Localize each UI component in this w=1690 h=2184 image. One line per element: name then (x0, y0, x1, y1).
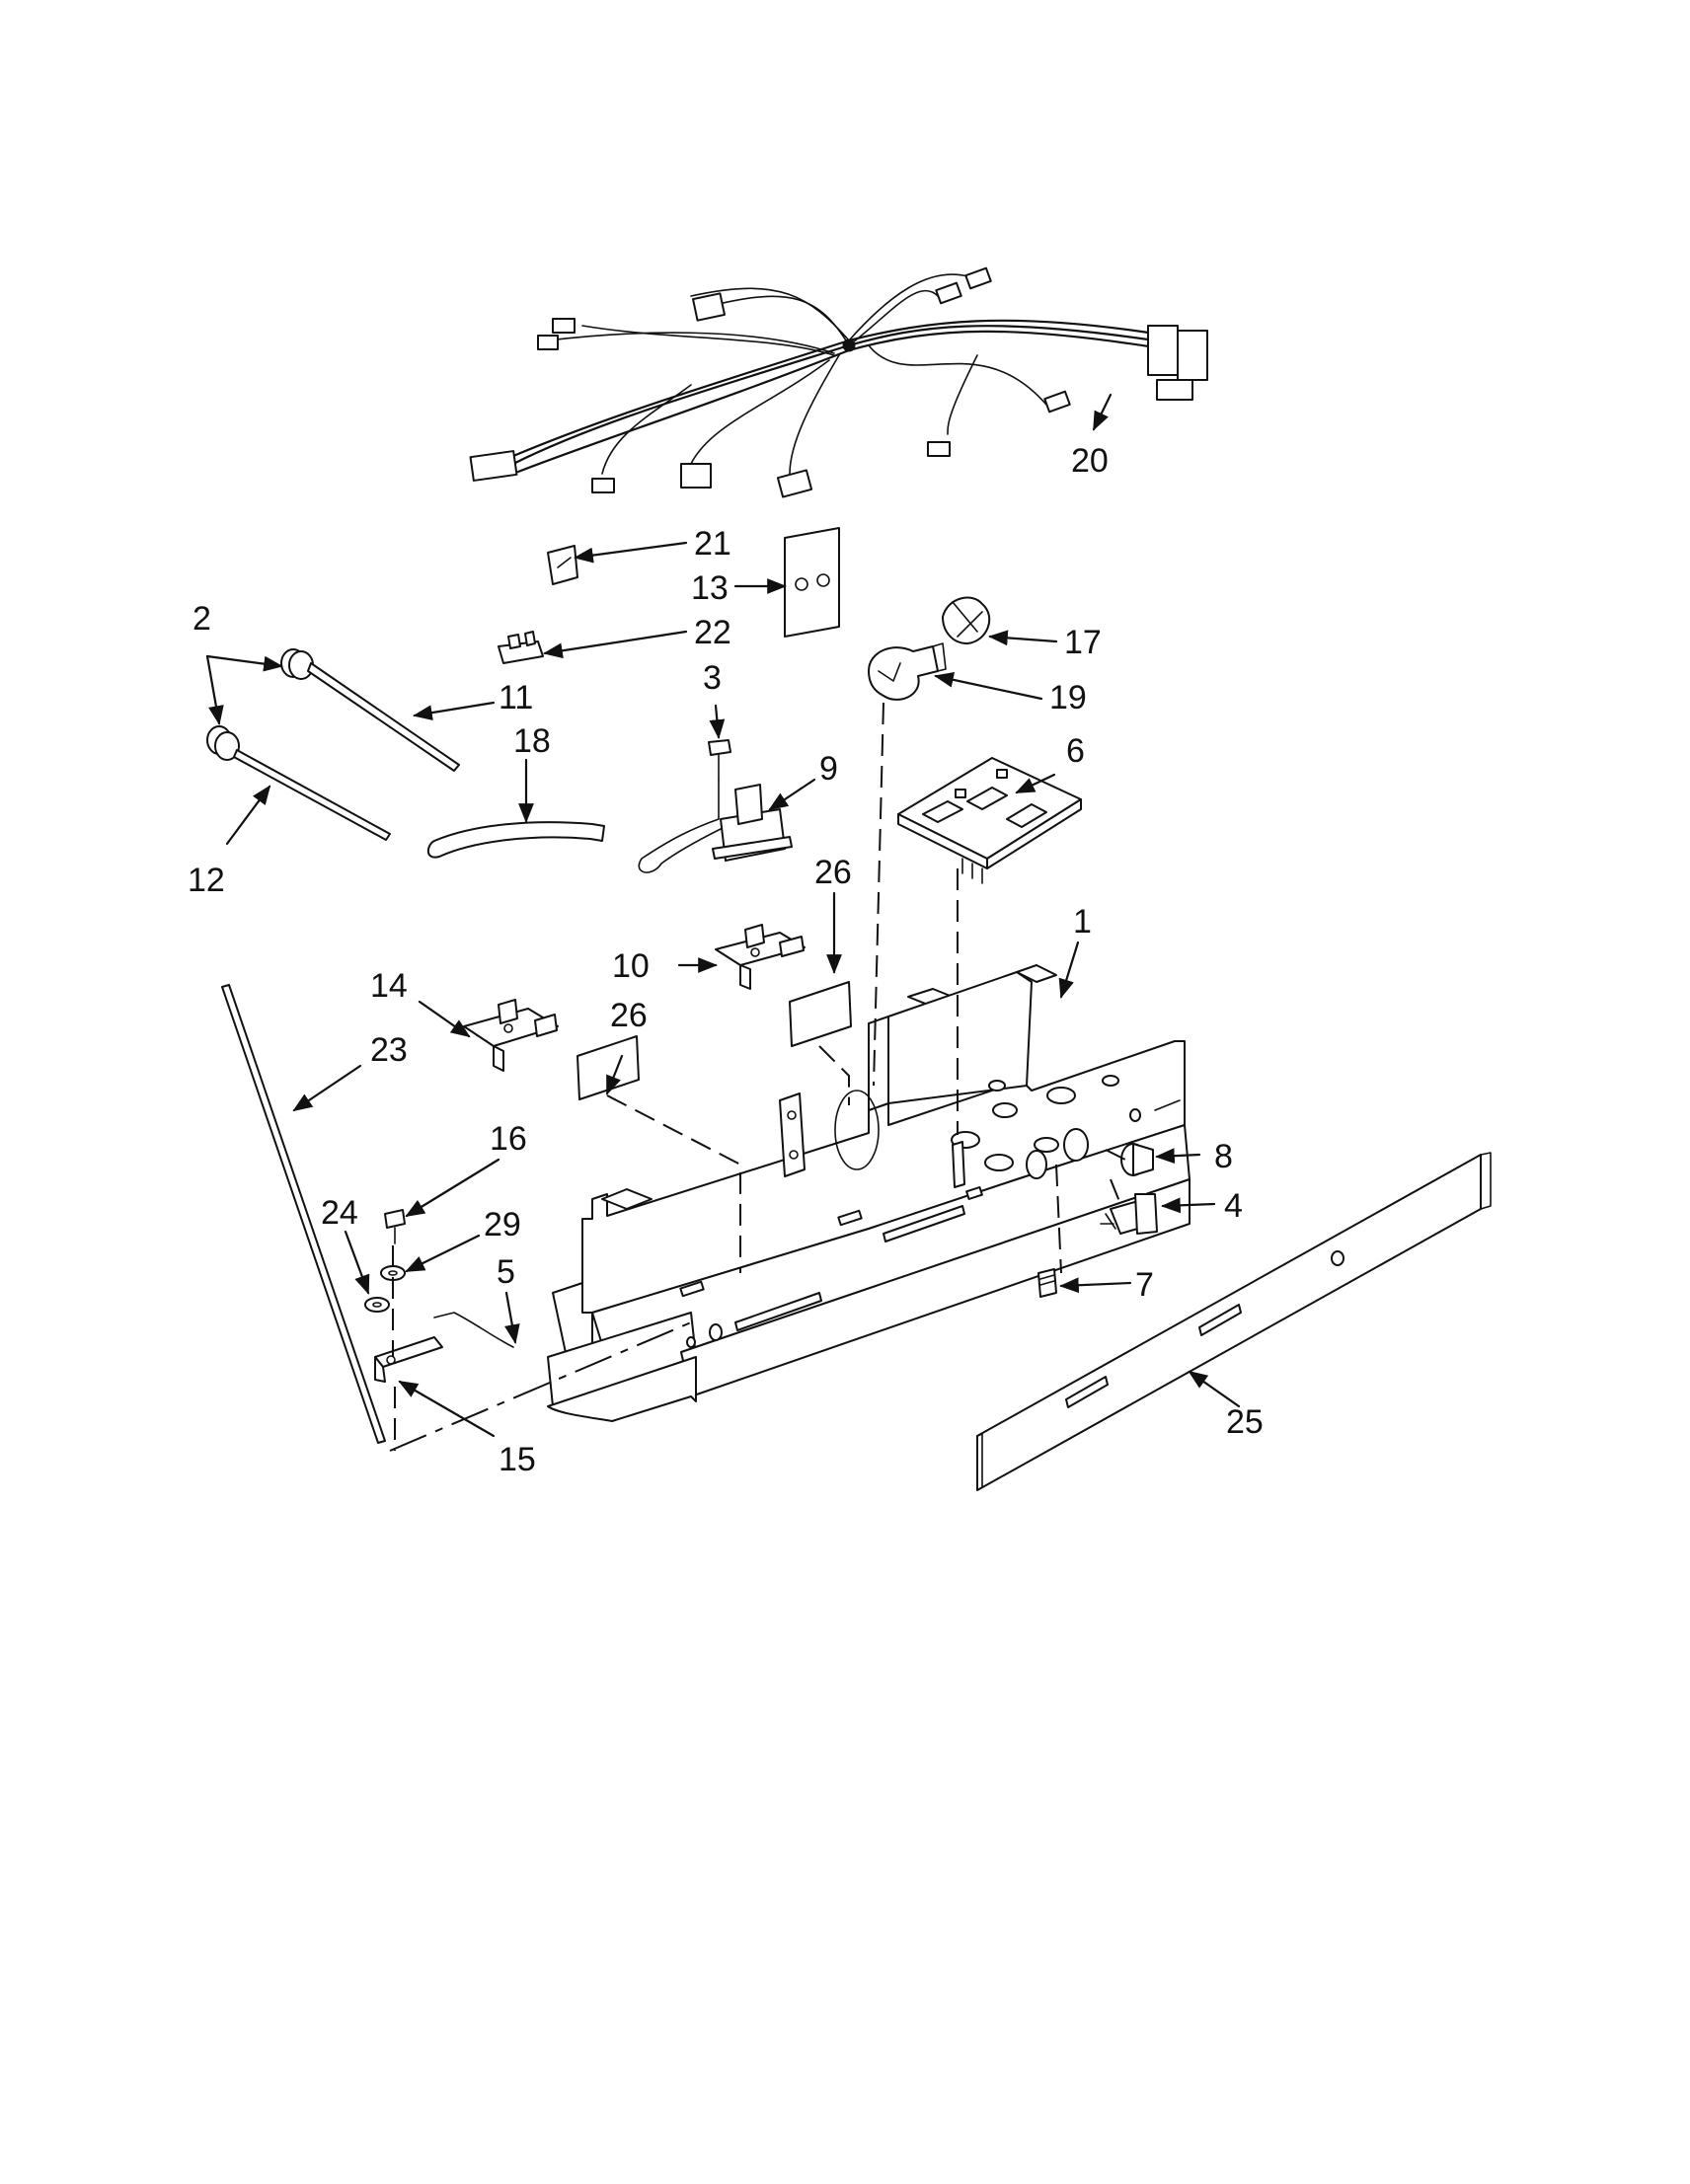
callout-4: 4 (1224, 1187, 1243, 1225)
callout-21: 21 (694, 525, 731, 563)
callout-2: 2 (192, 600, 211, 638)
part-9-switch (638, 779, 793, 873)
part-7-screw (1037, 1268, 1057, 1298)
callout-18: 18 (513, 722, 551, 760)
part-21-clip (547, 545, 578, 585)
part-15-bracket (374, 1336, 443, 1383)
part-4-switch (1100, 1193, 1158, 1235)
callout-12: 12 (188, 862, 225, 899)
callout-29: 29 (484, 1206, 521, 1243)
callout-26-lower: 26 (610, 997, 648, 1034)
callout-11: 11 (499, 679, 533, 716)
callout-20: 20 (1071, 442, 1109, 480)
callout-9: 9 (819, 750, 838, 788)
callout-23: 23 (370, 1031, 408, 1069)
callout-13: 13 (691, 569, 729, 607)
callout-15: 15 (499, 1441, 536, 1478)
part-17-lamp-socket (942, 596, 991, 644)
part-5-wire (433, 1312, 514, 1348)
callout-10: 10 (612, 947, 650, 985)
callout-17: 17 (1064, 624, 1102, 661)
part-26-label-lower (576, 1035, 640, 1100)
callout-1: 1 (1073, 903, 1092, 941)
part-1-control-housing (547, 964, 1191, 1422)
part-2-grommets (206, 648, 314, 761)
callout-3: 3 (703, 659, 722, 697)
callout-25: 25 (1226, 1403, 1264, 1441)
part-18-tube (426, 821, 605, 859)
callout-7: 7 (1135, 1266, 1154, 1304)
callout-14: 14 (370, 967, 408, 1005)
assembly-lines (389, 702, 1126, 1452)
part-23-strip (221, 984, 386, 1444)
part-3-screw (708, 739, 731, 781)
callout-8: 8 (1214, 1138, 1233, 1175)
leader-arrows (205, 393, 1241, 1438)
callout-22: 22 (694, 614, 731, 651)
part-12-rod (233, 749, 391, 841)
callout-6: 6 (1066, 732, 1085, 770)
callout-24: 24 (321, 1194, 358, 1232)
wire-harness (469, 266, 1208, 498)
part-8-button (1120, 1143, 1154, 1176)
callout-5: 5 (497, 1253, 515, 1291)
part-10-sensor-bracket (715, 924, 806, 990)
part-11-rod (307, 662, 460, 772)
part-25-trim-strip (976, 1152, 1492, 1491)
part-24-washer (364, 1297, 390, 1313)
part-14-bracket (463, 999, 559, 1072)
callout-26-upper: 26 (814, 854, 852, 891)
part-26-label-upper (789, 981, 852, 1047)
part-13-plate (784, 527, 840, 638)
part-22-bracket (498, 631, 544, 664)
part-16-screw (384, 1209, 406, 1244)
callout-16: 16 (490, 1120, 527, 1158)
part-19-light-bulb (868, 642, 947, 701)
callout-19: 19 (1049, 679, 1087, 716)
part-6-control-board (897, 757, 1082, 884)
callout-labels: 20 21 13 22 17 19 2 3 11 18 9 6 12 26 1 … (188, 442, 1264, 1478)
